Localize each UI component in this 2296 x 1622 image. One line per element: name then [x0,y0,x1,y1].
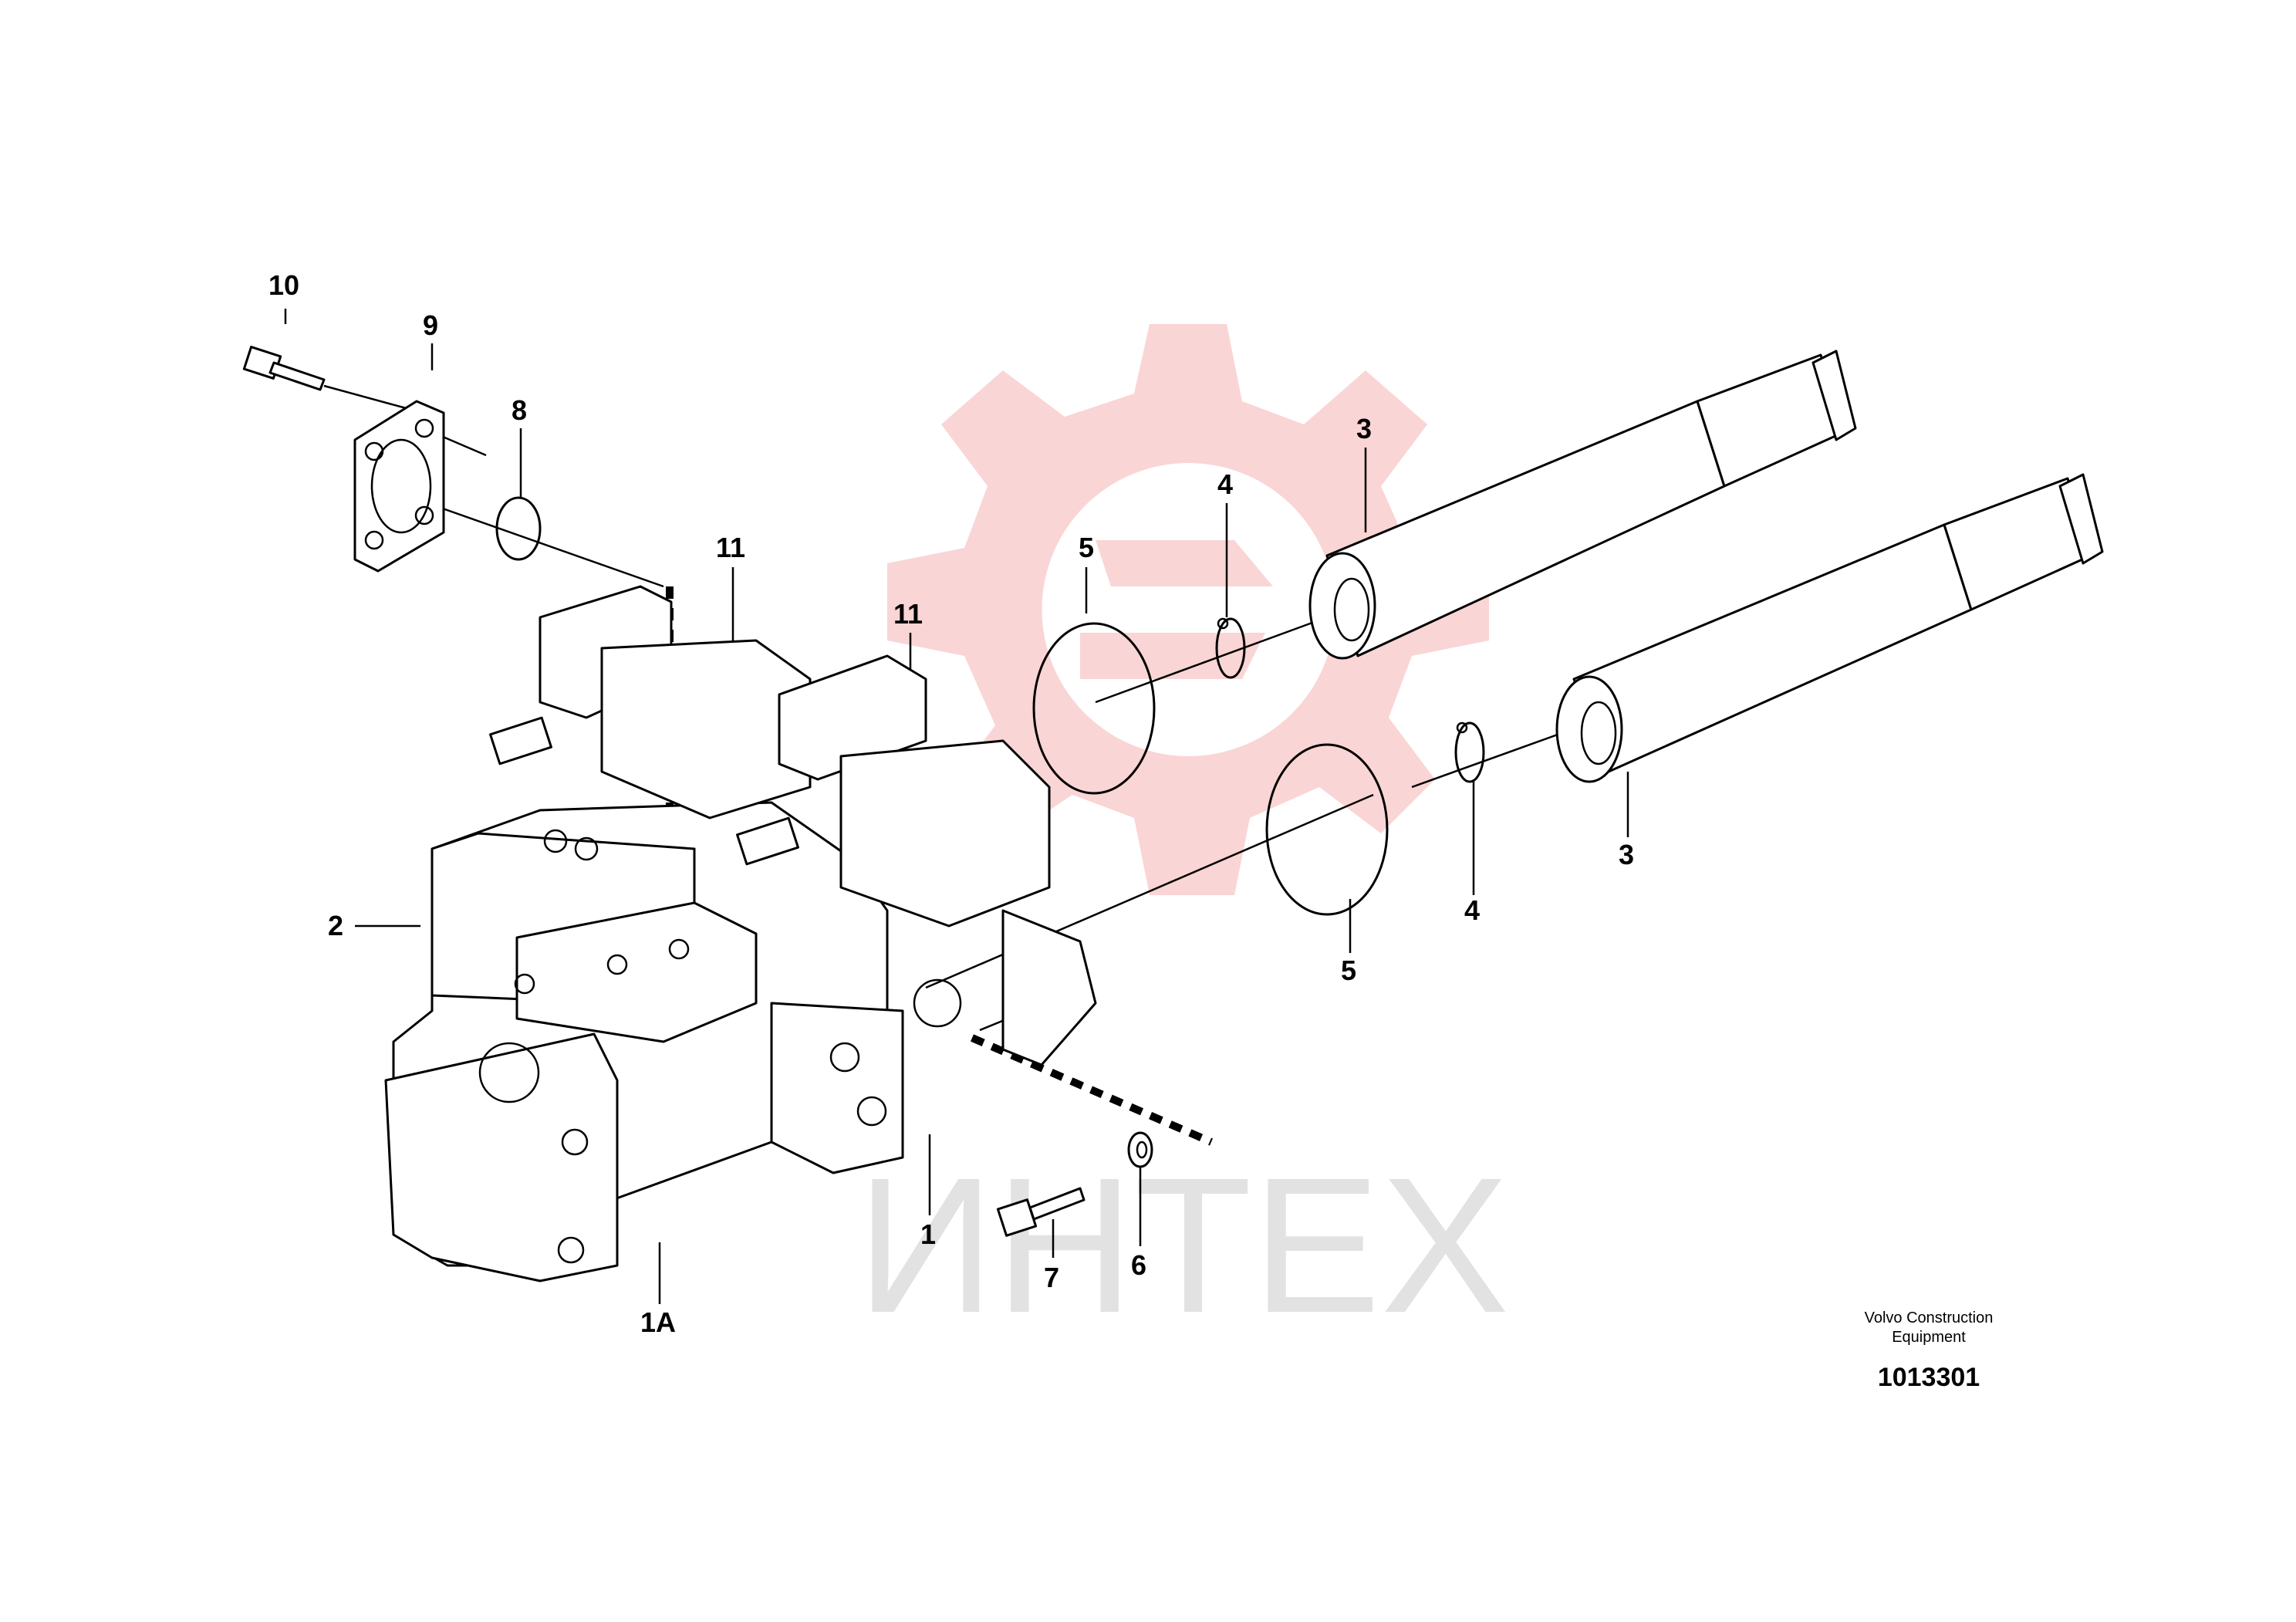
callout-3-upper: 3 [1356,413,1372,444]
o-ring-5-lower [1265,743,1389,916]
callout-9: 9 [423,309,438,341]
flange-9 [353,400,445,573]
washer-6 [1127,1131,1153,1168]
callout-8: 8 [512,394,527,426]
callout-10: 10 [268,269,299,301]
callout-2: 2 [328,910,343,941]
callout-1a: 1A [640,1306,676,1338]
publisher-credit: Volvo Construction Equipment 1013301 [1828,1309,2029,1394]
callout-4-upper: 4 [1217,468,1233,500]
publisher-name: Volvo Construction Equipment [1864,1309,1994,1346]
watermark-gear-icon [887,324,1489,895]
callout-11-right: 11 [893,598,923,630]
callout-5-upper: 5 [1079,532,1094,563]
callout-3-lower: 3 [1619,839,1634,870]
circlip-4-upper [1215,617,1246,679]
callout-4-lower: 4 [1464,894,1480,926]
figure-number: 1013301 [1877,1363,1980,1392]
callout-6: 6 [1131,1249,1146,1281]
callout-7: 7 [1044,1262,1059,1293]
callout-5-lower: 5 [1341,955,1356,986]
shaft-3-lower [1555,473,2104,783]
o-ring-8 [495,496,542,561]
bolt-7 [996,1187,1086,1237]
shaft-3-upper [1308,350,1857,660]
circlip-4-lower [1454,721,1485,783]
bolt-10 [242,346,326,391]
watermark-text: ИНТЕХ [856,1137,1509,1353]
callout-11-left: 11 [716,532,745,563]
callout-1: 1 [920,1218,936,1250]
o-ring-5-upper [1032,622,1156,795]
control-valve-assembly [384,585,1097,1282]
